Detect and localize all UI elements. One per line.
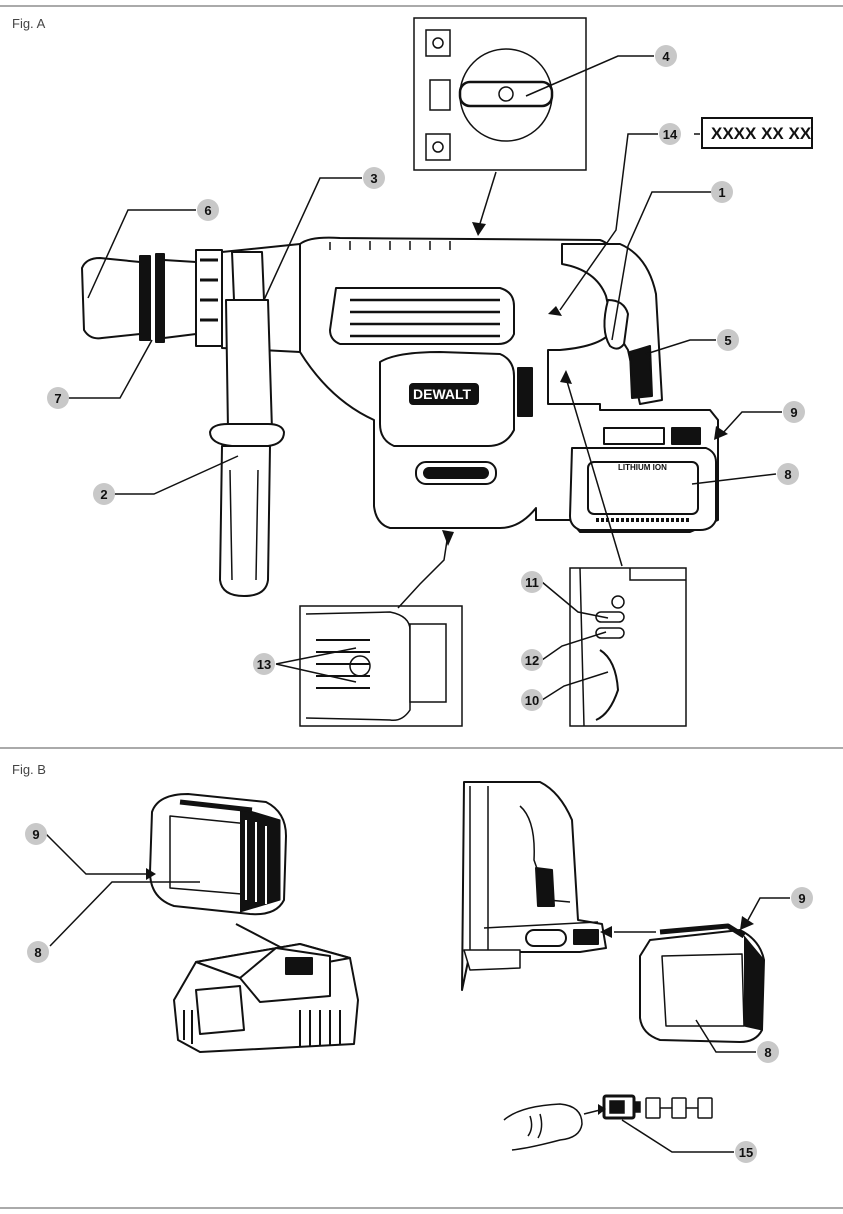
svg-text:13: 13 xyxy=(257,657,271,672)
fuel-gauge-indicator xyxy=(503,1094,713,1151)
callout-3: 3 xyxy=(363,167,385,189)
callout-5: 5 xyxy=(717,329,739,351)
detail-fuel-gauge xyxy=(569,567,687,727)
callout-6: 6 xyxy=(197,199,219,221)
callouts-fig-b: 9 8 9 8 15 xyxy=(25,823,813,1163)
svg-text:8: 8 xyxy=(764,1045,771,1060)
callout-4: 4 xyxy=(655,45,677,67)
callout-b-9-right: 9 xyxy=(791,887,813,909)
detail-top-selector xyxy=(413,17,587,171)
rotary-hammer-drill xyxy=(81,236,719,597)
callout-8: 8 xyxy=(777,463,799,485)
callout-12: 12 xyxy=(521,649,543,671)
callout-14: 14 xyxy=(659,123,681,145)
svg-text:11: 11 xyxy=(525,575,539,590)
svg-text:8: 8 xyxy=(784,467,791,482)
callouts-fig-a: 1 2 3 4 5 6 7 8 9 10 11 12 13 14 xyxy=(47,45,805,711)
svg-text:8: 8 xyxy=(34,945,41,960)
callout-2: 2 xyxy=(93,483,115,505)
svg-text:15: 15 xyxy=(739,1145,753,1160)
product-code-box xyxy=(701,117,813,149)
battery-pack-removed xyxy=(639,923,765,1043)
svg-text:9: 9 xyxy=(798,891,805,906)
svg-text:5: 5 xyxy=(724,333,731,348)
svg-text:2: 2 xyxy=(100,487,107,502)
leader-lines-a xyxy=(68,55,782,701)
battery-and-charger xyxy=(149,793,359,1053)
hammer-rear-body xyxy=(461,781,607,991)
svg-text:7: 7 xyxy=(54,391,61,406)
callout-11: 11 xyxy=(521,571,543,593)
figure-a-label: Fig. A xyxy=(12,16,46,31)
product-code: XXXX XX XX xyxy=(711,124,812,143)
svg-text:4: 4 xyxy=(662,49,670,64)
callout-10: 10 xyxy=(521,689,543,711)
svg-text:14: 14 xyxy=(663,127,678,142)
brand-logo: DEWALT xyxy=(413,386,472,402)
svg-text:12: 12 xyxy=(525,653,539,668)
callout-7: 7 xyxy=(47,387,69,409)
figure-b-label: Fig. B xyxy=(12,762,46,777)
svg-text:9: 9 xyxy=(32,827,39,842)
callout-b-8-right: 8 xyxy=(757,1041,779,1063)
callout-13: 13 xyxy=(253,653,275,675)
battery-label: LITHIUM ION xyxy=(618,463,667,472)
svg-text:1: 1 xyxy=(718,185,725,200)
callout-b-8-left: 8 xyxy=(27,941,49,963)
callout-1: 1 xyxy=(711,181,733,203)
leader-lines-b xyxy=(45,833,790,1153)
callout-b-9-left: 9 xyxy=(25,823,47,845)
svg-text:9: 9 xyxy=(790,405,797,420)
svg-text:10: 10 xyxy=(525,693,539,708)
svg-text:6: 6 xyxy=(204,203,211,218)
detail-bottom-vent xyxy=(299,605,463,727)
svg-text:3: 3 xyxy=(370,171,377,186)
callout-9: 9 xyxy=(783,401,805,423)
callout-b-15: 15 xyxy=(735,1141,757,1163)
